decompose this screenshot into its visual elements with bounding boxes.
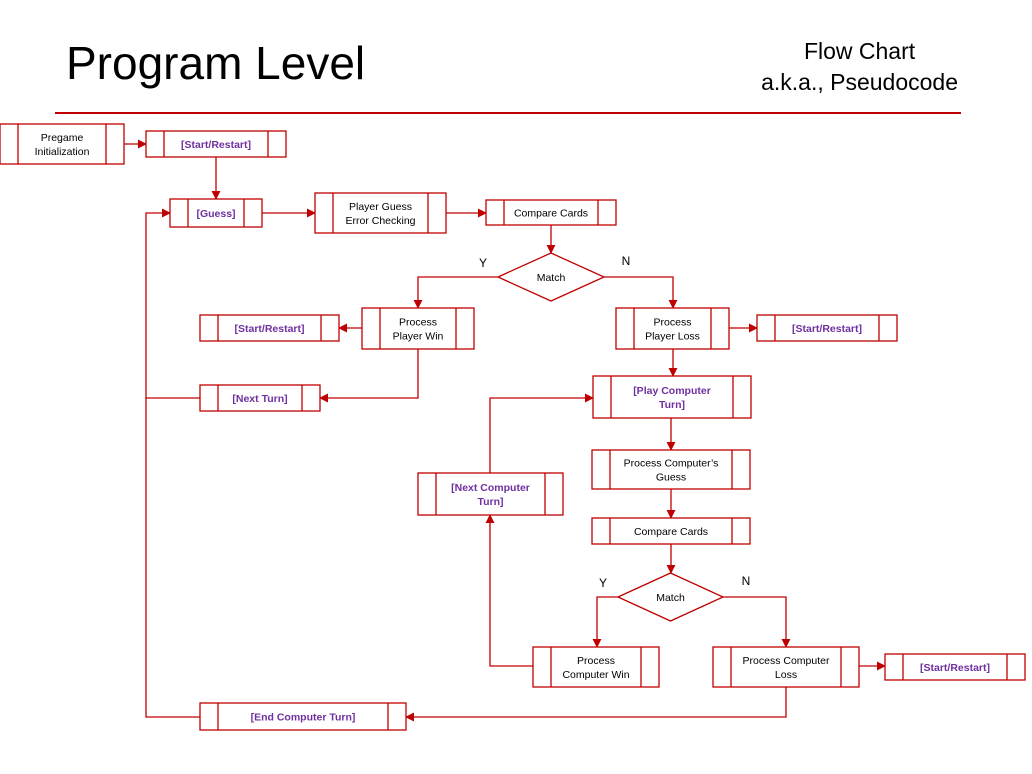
node-box	[592, 375, 752, 419]
node-label: [Start/Restart]	[181, 139, 251, 151]
node-label: Initialization	[35, 146, 90, 158]
node-label: Player Loss	[645, 331, 700, 343]
node-label: [Start/Restart]	[920, 662, 990, 674]
branch-label-no: N	[742, 574, 751, 588]
node-box	[361, 307, 475, 350]
node-label: [Next Turn]	[232, 393, 287, 405]
node-box	[199, 384, 321, 412]
title-divider	[55, 112, 961, 114]
node-compare1: Compare Cards	[485, 199, 617, 226]
node-match1: Match	[496, 252, 606, 302]
node-match2: Match	[616, 572, 725, 622]
flow-arrow	[413, 276, 498, 309]
branch-label-yes: Y	[479, 256, 487, 270]
node-box	[591, 517, 751, 545]
branch-label-no: N	[622, 254, 631, 268]
flow-arrow	[485, 514, 533, 667]
decision-diamond	[496, 252, 606, 302]
decision-diamond	[616, 572, 725, 622]
flow-arrow	[723, 596, 791, 648]
node-compare2: Compare Cards	[591, 517, 751, 545]
node-label: Turn]	[659, 399, 685, 411]
flow-arrow	[319, 349, 419, 403]
node-label: Process Computer’s	[624, 458, 719, 470]
node-label: [Start/Restart]	[792, 323, 862, 335]
slide-subtitle: Flow Chart a.k.a., Pseudocode	[761, 36, 958, 98]
subtitle-line-2: a.k.a., Pseudocode	[761, 69, 958, 95]
node-end-comp: [End Computer Turn]	[199, 702, 407, 731]
node-start3: [Start/Restart]	[756, 314, 898, 342]
node-label: Process	[577, 655, 615, 667]
node-label: Compare Cards	[514, 208, 588, 220]
flow-edges	[124, 139, 886, 722]
flow-arrow	[604, 276, 678, 309]
node-label: Pregame	[41, 132, 84, 144]
branch-label-yes: Y	[599, 576, 607, 590]
node-label: Match	[656, 592, 685, 604]
node-label: Process	[654, 317, 692, 329]
node-box	[591, 449, 751, 490]
node-box	[169, 198, 263, 228]
flow-arrow	[489, 393, 594, 473]
node-label: Player Guess	[349, 201, 412, 213]
node-guess: [Guess]	[169, 198, 263, 228]
node-box	[417, 472, 564, 516]
node-label: Match	[537, 272, 566, 284]
flow-arrow	[145, 398, 200, 718]
node-label: Process	[399, 317, 437, 329]
node-start1: [Start/Restart]	[145, 130, 287, 158]
subtitle-line-1: Flow Chart	[803, 38, 916, 64]
node-box	[532, 646, 660, 688]
node-label: Error Checking	[345, 215, 415, 227]
node-box	[0, 123, 125, 165]
node-label: Guess	[656, 472, 686, 484]
node-start4: [Start/Restart]	[884, 653, 1026, 681]
node-label: Loss	[775, 669, 797, 681]
node-box	[615, 307, 730, 350]
node-label: [Start/Restart]	[234, 323, 304, 335]
node-label: Compare Cards	[634, 526, 708, 538]
node-label: [Play Computer	[633, 385, 711, 397]
node-label: [End Computer Turn]	[251, 712, 356, 724]
node-next-turn: [Next Turn]	[199, 384, 321, 412]
node-label: Process Computer	[743, 655, 830, 667]
node-box	[712, 646, 860, 688]
node-label: Computer Win	[562, 669, 629, 681]
flow-arrow	[405, 687, 787, 722]
node-box	[756, 314, 898, 342]
node-label: Player Win	[393, 331, 444, 343]
node-label: [Next Computer	[451, 482, 530, 494]
node-label: [Guess]	[196, 208, 235, 220]
flow-arrow	[592, 596, 618, 648]
node-label: Turn]	[477, 496, 503, 508]
slide-title: Program Level	[66, 37, 366, 89]
node-box	[199, 702, 407, 731]
node-box	[145, 130, 287, 158]
node-box	[884, 653, 1026, 681]
node-box	[314, 192, 447, 234]
flow-arrow	[145, 208, 200, 399]
node-start2: [Start/Restart]	[199, 314, 340, 342]
node-box	[199, 314, 340, 342]
node-box	[485, 199, 617, 226]
